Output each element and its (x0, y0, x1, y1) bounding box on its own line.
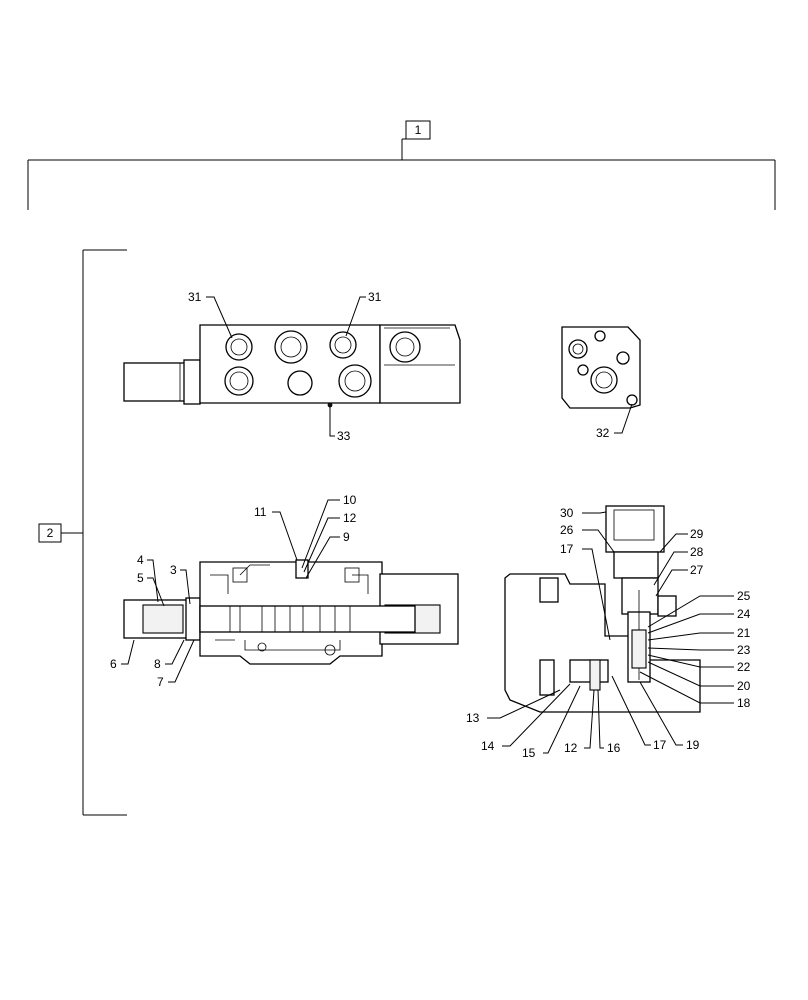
group-label: 2 (47, 526, 54, 540)
callout-27[interactable]: 27 (690, 563, 704, 577)
callout-24[interactable]: 24 (737, 607, 751, 621)
callout-19[interactable]: 19 (686, 738, 700, 752)
callout-labels: 31 31 33 32 11 10 12 9 4 5 3 6 8 7 30 26… (110, 290, 751, 760)
callout-8[interactable]: 8 (154, 657, 161, 671)
callout-12[interactable]: 12 (343, 511, 357, 525)
callout-10[interactable]: 10 (343, 493, 357, 507)
callout-29[interactable]: 29 (690, 527, 704, 541)
assembly-label-box[interactable] (405, 120, 431, 140)
callout-6[interactable]: 6 (110, 657, 117, 671)
group-bracket: 2 (38, 249, 127, 816)
callout-31[interactable]: 31 (188, 290, 202, 304)
valve-section-view (123, 559, 459, 665)
callout-13[interactable]: 13 (466, 711, 480, 725)
valve-body-top-view (123, 324, 461, 408)
cover-plate-view (561, 326, 641, 409)
callout-16[interactable]: 16 (607, 741, 621, 755)
callout-15[interactable]: 15 (522, 746, 536, 760)
callout-17[interactable]: 17 (653, 738, 667, 752)
callout-22[interactable]: 22 (737, 660, 751, 674)
callout-30[interactable]: 30 (560, 506, 574, 520)
callout-18[interactable]: 18 (737, 696, 751, 710)
leader-lines (121, 296, 734, 754)
callout-33[interactable]: 33 (337, 429, 351, 443)
callout-26[interactable]: 26 (560, 523, 574, 537)
callout-9[interactable]: 9 (343, 530, 350, 544)
callout-28[interactable]: 28 (690, 545, 704, 559)
callout-7[interactable]: 7 (157, 675, 164, 689)
callout-11[interactable]: 11 (254, 505, 267, 519)
callout-21[interactable]: 21 (737, 626, 751, 640)
callout-5[interactable]: 5 (137, 571, 144, 585)
callout-32[interactable]: 32 (596, 426, 610, 440)
callout-25[interactable]: 25 (737, 589, 751, 603)
callout-23[interactable]: 23 (737, 643, 751, 657)
callout-3[interactable]: 3 (170, 563, 177, 577)
callout-4[interactable]: 4 (137, 553, 144, 567)
callout-12[interactable]: 12 (564, 741, 578, 755)
callout-20[interactable]: 20 (737, 679, 751, 693)
callout-14[interactable]: 14 (481, 739, 495, 753)
assembly-bracket: 1 (27, 120, 776, 210)
callout-31[interactable]: 31 (368, 290, 382, 304)
callout-17[interactable]: 17 (560, 542, 574, 556)
assembly-label: 1 (415, 123, 422, 137)
